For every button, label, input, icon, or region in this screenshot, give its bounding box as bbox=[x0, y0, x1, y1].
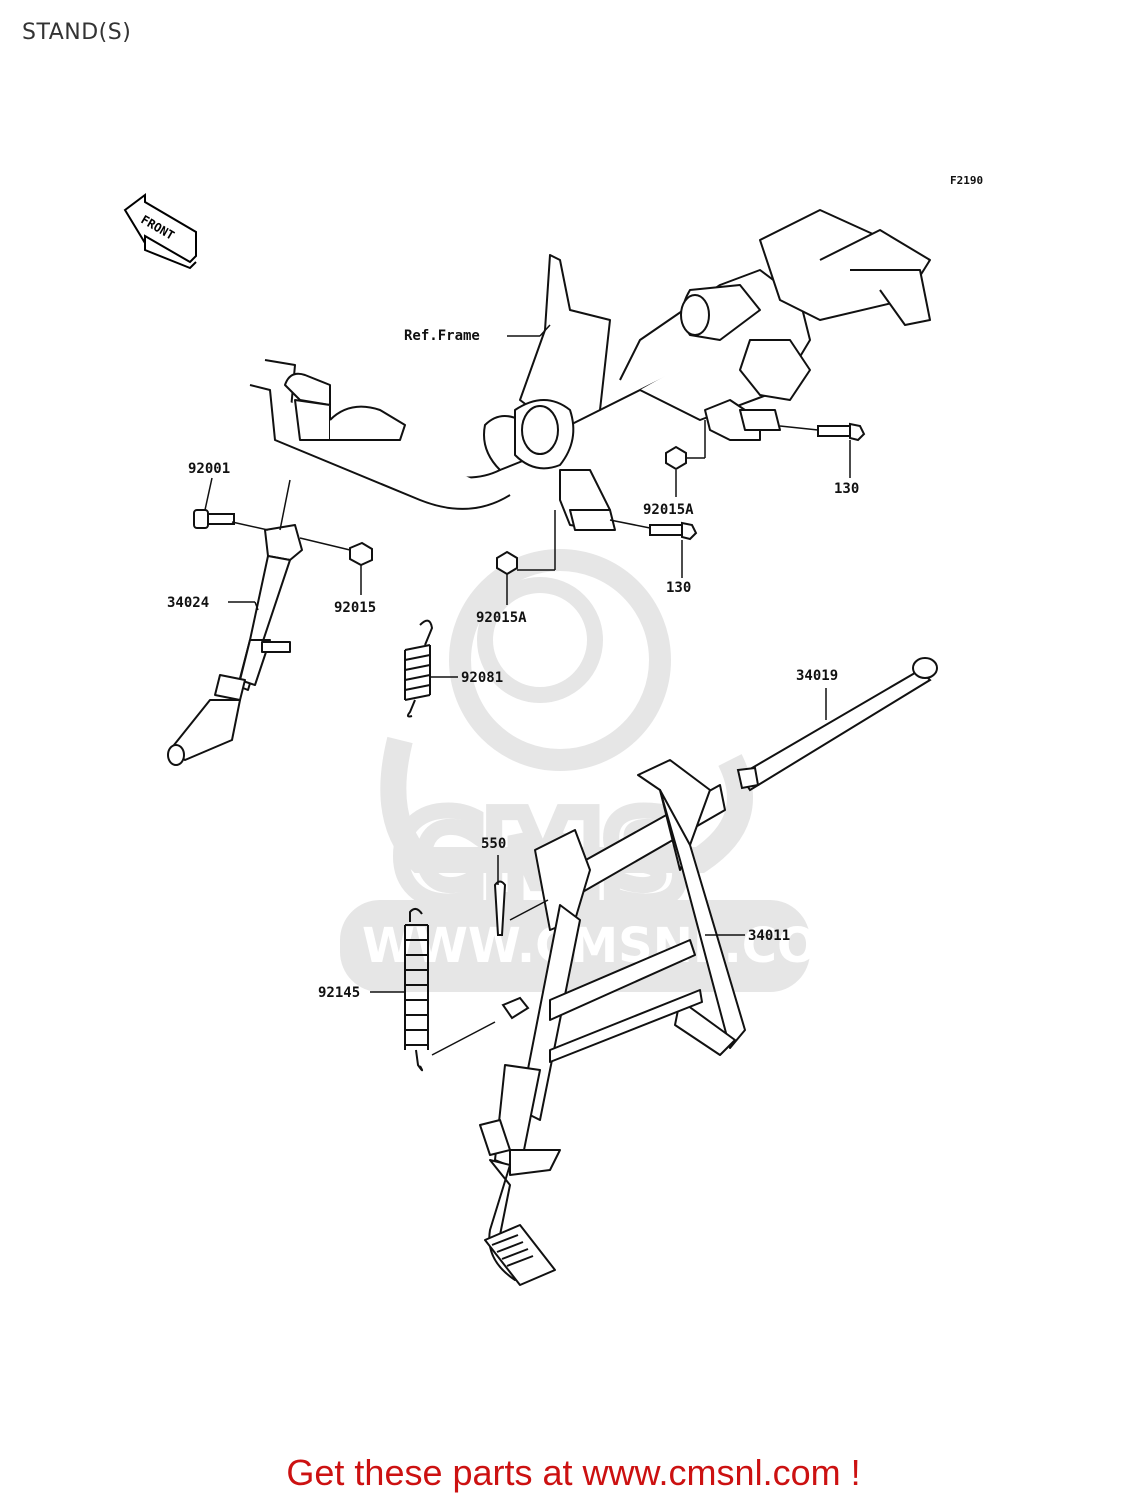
bolt-92001-icon bbox=[193, 509, 209, 529]
front-arrow-icon: FRONT bbox=[123, 193, 197, 270]
spring-92081-hook-icon bbox=[419, 619, 434, 646]
cotter-pin-550-icon bbox=[493, 880, 507, 936]
bolt-130-upper-icon bbox=[817, 425, 851, 437]
bolt-130-lower-icon bbox=[649, 524, 683, 536]
part-label-92015A-lower: 92015A bbox=[476, 610, 527, 626]
part-label-34024: 34024 bbox=[167, 595, 209, 611]
nut-92015A-upper-icon bbox=[665, 445, 687, 471]
part-label-130-lower: 130 bbox=[666, 580, 691, 596]
ref-frame-label: Ref.Frame bbox=[404, 328, 480, 344]
part-label-92081: 92081 bbox=[461, 670, 503, 686]
springs bbox=[404, 619, 434, 1072]
page-title: STAND(S) bbox=[22, 20, 132, 45]
part-label-92015: 92015 bbox=[334, 600, 376, 616]
frame-drawing bbox=[249, 209, 931, 531]
part-labels: Ref.Frame 92001 34024 92015 92015A 92015… bbox=[167, 328, 859, 1001]
fasteners bbox=[193, 422, 866, 576]
watermark-url: WWW.CMSNL.COM bbox=[362, 918, 866, 974]
spring-92145-hook-icon bbox=[409, 908, 423, 922]
small-parts bbox=[493, 880, 530, 1020]
part-label-34011: 34011 bbox=[748, 928, 790, 944]
part-label-550: 550 bbox=[481, 836, 506, 852]
shaft-34019-drawing bbox=[736, 657, 938, 792]
parts-diagram: CMS WWW.CMSNL.COM F2190 FRONT bbox=[123, 174, 983, 1286]
part-label-34019: 34019 bbox=[796, 668, 838, 684]
part-label-92001: 92001 bbox=[188, 461, 230, 477]
part-label-92015A-upper: 92015A bbox=[643, 502, 694, 518]
leader-lines bbox=[204, 324, 851, 1056]
footer-link[interactable]: Get these parts at www.cmsnl.com ! bbox=[286, 1452, 861, 1493]
nut-92015A-lower-icon bbox=[496, 550, 518, 576]
center-stand-drawing bbox=[479, 759, 746, 1286]
part-label-92145: 92145 bbox=[318, 985, 360, 1001]
part-label-130-upper: 130 bbox=[834, 481, 859, 497]
nut-92015-icon bbox=[349, 541, 373, 567]
collar-icon bbox=[501, 996, 530, 1020]
side-stand-drawing bbox=[167, 524, 303, 766]
figure-code: F2190 bbox=[950, 174, 983, 187]
